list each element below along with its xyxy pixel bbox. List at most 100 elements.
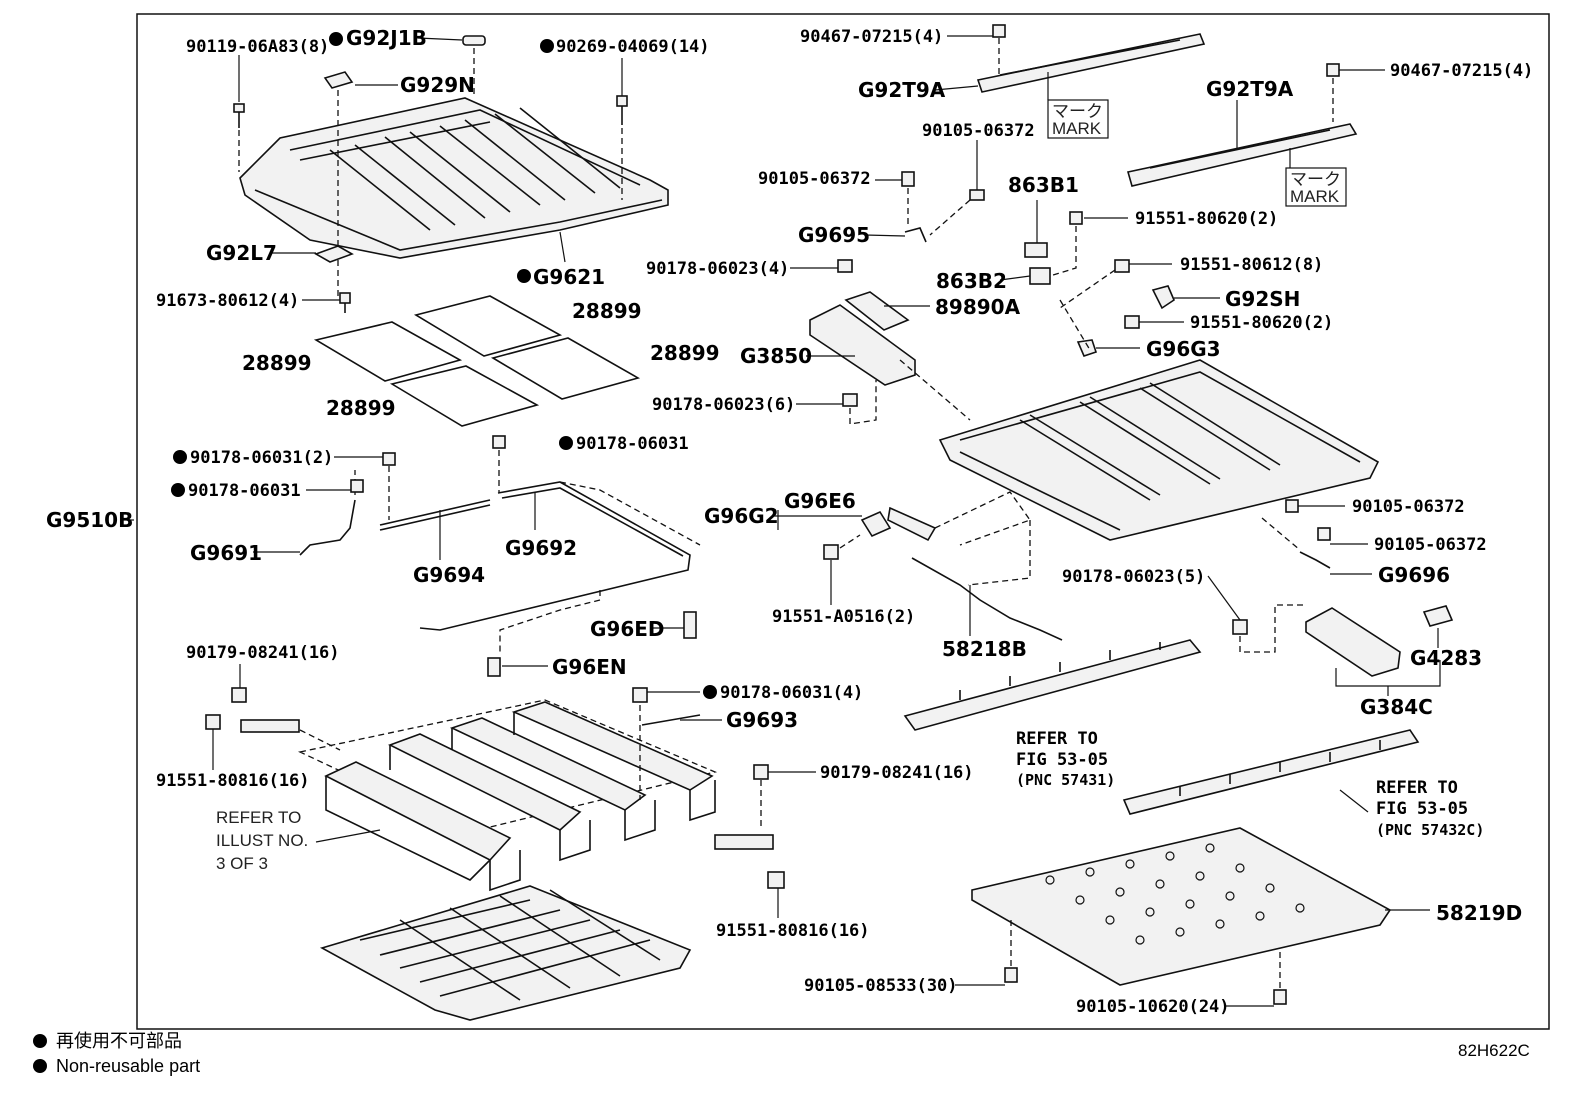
junction-block-g384c [1232, 499, 1454, 677]
upper-cover-g9621 [239, 97, 669, 259]
label-g96g3: G96G3 [1146, 337, 1221, 361]
label-g92t9a-a: G92T9A [858, 78, 946, 102]
legend: 再使用不可部品 Non-reusable part [56, 1031, 200, 1076]
label-91551-80816-b: 91551-80816(16) [716, 921, 870, 941]
mark-jp-upper: マーク [1052, 102, 1103, 121]
label-g96en: G96EN [552, 655, 627, 679]
mark-callout-upper [1047, 72, 1109, 139]
label-g9693: G9693 [726, 708, 798, 732]
label-90178-06031-b: 90178-06031 [576, 434, 689, 454]
label-g9691: G9691 [190, 541, 262, 565]
clip-g929n [323, 71, 354, 300]
label-g92t9a-b: G92T9A [1206, 77, 1294, 101]
label-90105-08533: 90105-08533(30) [804, 976, 958, 996]
label-g4283: G4283 [1410, 646, 1482, 670]
label-g9692: G9692 [505, 536, 577, 560]
harness-58218b [911, 520, 1063, 641]
label-90105-d: 90105-06372 [1374, 535, 1487, 555]
label-g96ed: G96ED [590, 617, 665, 641]
mark-callout-texts: マーク MARK マーク MARK [1052, 102, 1341, 206]
refer-fig-note-2: REFER TO FIG 53-05 (PNC 57432C) [1376, 778, 1484, 839]
label-90178-06031-4: 90178-06031(4) [720, 683, 863, 703]
rail-57432c [1122, 729, 1420, 815]
label-g92j1b: G92J1B [346, 26, 427, 50]
connector-group-g96g2 [823, 491, 1032, 560]
label-91673: 91673-80612(4) [156, 291, 299, 311]
legend-en: Non-reusable part [56, 1056, 200, 1076]
label-g96e6: G96E6 [784, 489, 856, 513]
label-91551-80612: 91551-80612(8) [1180, 255, 1323, 275]
label-90105-a: 90105-06372 [922, 121, 1035, 141]
label-g9696: G9696 [1378, 563, 1450, 587]
label-g92l7: G92L7 [206, 241, 277, 265]
label-28899-a: 28899 [572, 299, 642, 323]
label-g9621: G9621 [533, 265, 605, 289]
battery-tray-frame [899, 299, 1380, 541]
refer-fig1-line-1: REFER TO [1016, 729, 1098, 749]
lower-tray-58219d [971, 827, 1392, 1005]
refer-fig2-line-3: (PNC 57432C) [1376, 821, 1484, 839]
label-g3850: G3850 [740, 344, 812, 368]
mark-en-lower: MARK [1290, 187, 1340, 206]
label-g92sh: G92SH [1225, 287, 1300, 311]
clip-g92l7 [314, 245, 354, 263]
rail-57431 [903, 639, 1202, 731]
label-863b1: 863B1 [1008, 173, 1079, 197]
label-28899-d: 28899 [326, 396, 396, 420]
refer-illust-note: REFER TO ILLUST NO. 3 OF 3 [216, 808, 308, 873]
refer-illust-line-2: ILLUST NO. [216, 831, 308, 850]
label-90119: 90119-06A83(8) [186, 37, 329, 57]
refer-fig1-line-3: (PNC 57431) [1016, 771, 1115, 789]
label-90179-a: 90179-08241(16) [186, 643, 340, 663]
label-89890a: 89890A [935, 295, 1021, 319]
battery-module-stack [205, 687, 785, 892]
label-90105-c: 90105-06372 [1352, 497, 1465, 517]
label-90178-06023-6: 90178-06023(6) [652, 395, 795, 415]
label-58218b: 58218B [942, 637, 1027, 661]
refer-fig2-line-2: FIG 53-05 [1376, 799, 1468, 819]
part-labels: 90119-06A83(8) G92J1B 90269-04069(14) G9… [46, 26, 1533, 1017]
label-90178-06023-5: 90178-06023(5) [1062, 567, 1205, 587]
label-90467-b: 90467-07215(4) [1390, 61, 1533, 81]
label-g384c: G384C [1360, 695, 1433, 719]
label-g9695: G9695 [798, 223, 870, 247]
rail-g92t9a-upper [976, 24, 1206, 93]
label-28899-b: 28899 [242, 351, 312, 375]
clip-g92j1b [462, 35, 486, 95]
label-g9510b: G9510B [46, 508, 133, 532]
label-90179-b: 90179-08241(16) [820, 763, 974, 783]
refer-fig1-line-2: FIG 53-05 [1016, 750, 1108, 770]
label-90467-a: 90467-07215(4) [800, 27, 943, 47]
mark-callout-lower [1285, 148, 1347, 207]
diagram-frame [136, 13, 1550, 1030]
mark-en-upper: MARK [1052, 119, 1102, 138]
refer-fig2-line-1: REFER TO [1376, 778, 1458, 798]
wire-harness-group [299, 435, 701, 677]
label-91551-80620-a: 91551-80620(2) [1135, 209, 1278, 229]
mark-jp-lower: マーク [1290, 170, 1341, 189]
label-28899-c: 28899 [650, 341, 720, 365]
label-91551-80620-b: 91551-80620(2) [1190, 313, 1333, 333]
leader-lines [120, 35, 1441, 1007]
label-91551-80816-a: 91551-80816(16) [156, 771, 310, 791]
refer-illust-line-1: REFER TO [216, 808, 301, 827]
label-g929n: G929N [400, 73, 475, 97]
diagram-code: 82H622C [1458, 1041, 1530, 1060]
junction-block-g3850 [809, 291, 916, 386]
rail-g92t9a-lower [1126, 63, 1358, 187]
refer-fig-note-1: REFER TO FIG 53-05 (PNC 57431) [1016, 729, 1115, 789]
refer-illust-line-3: 3 OF 3 [216, 854, 268, 873]
label-90178-06031-2: 90178-06031(2) [190, 448, 333, 468]
label-90178-06031-a: 90178-06031 [188, 481, 301, 501]
label-58219d: 58219D [1436, 901, 1522, 925]
sheet-28899-group [313, 295, 641, 427]
label-90105-10620: 90105-10620(24) [1076, 997, 1230, 1017]
bolt-91673 [339, 292, 351, 313]
label-g96g2: G96G2 [704, 504, 779, 528]
bolt-90119 [233, 103, 245, 172]
label-863b2: 863B2 [936, 269, 1007, 293]
label-90178-06023-4: 90178-06023(4) [646, 259, 789, 279]
label-g9694: G9694 [413, 563, 485, 587]
label-90105-b: 90105-06372 [758, 169, 871, 189]
